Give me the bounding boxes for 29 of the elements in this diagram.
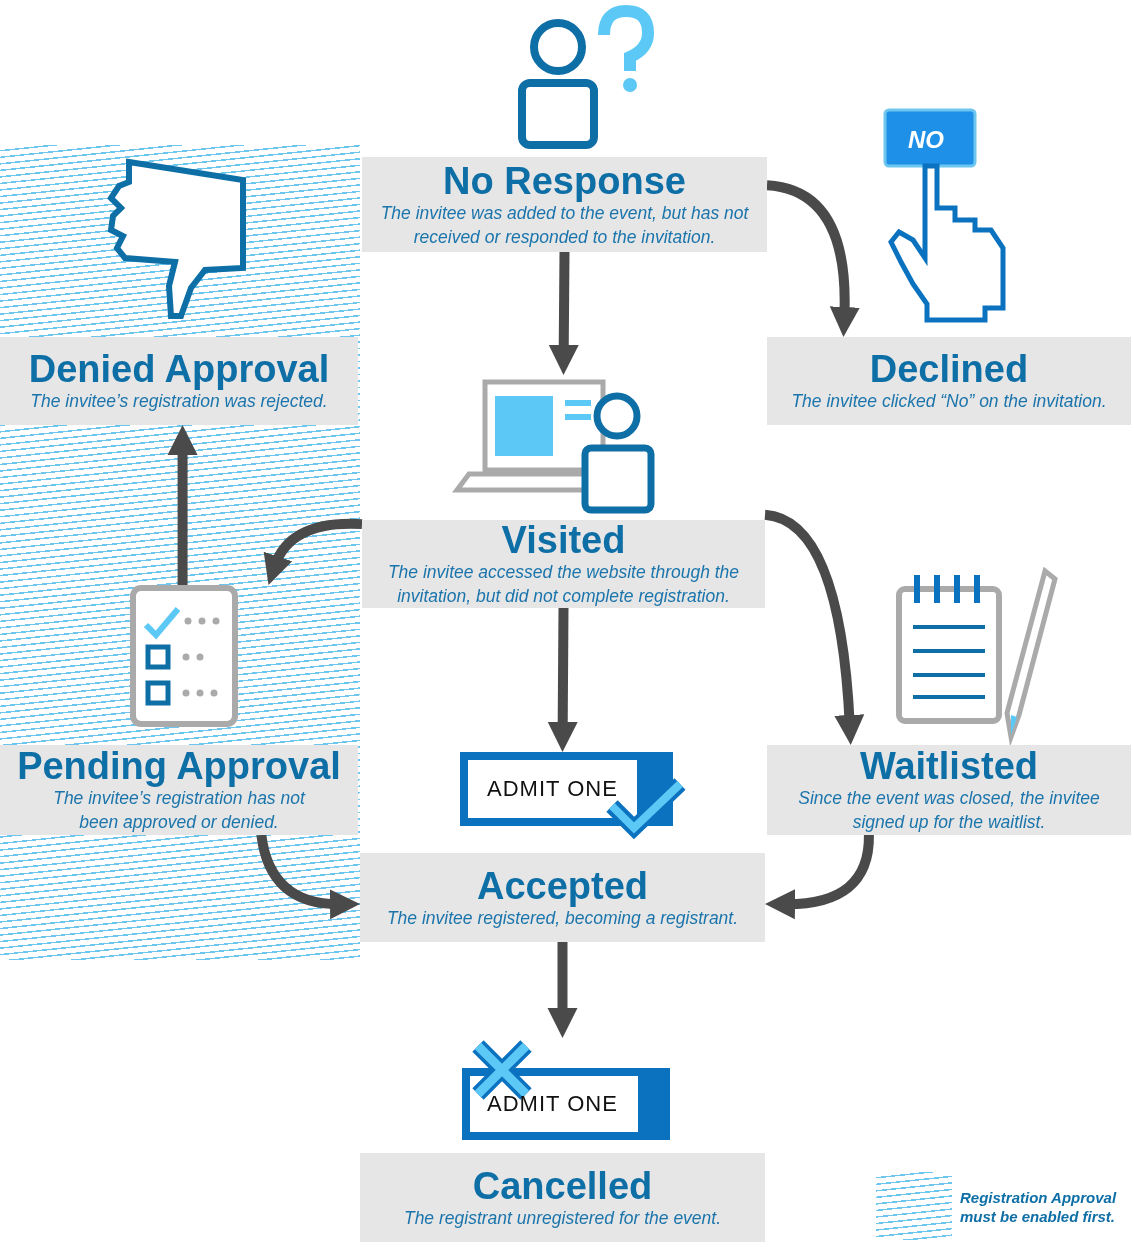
status-description: The invitee’s registration was rejected. [30,390,328,413]
status-description: The invitee registered, becoming a registrant. [386,907,739,930]
arrow [167,425,198,585]
arrow [766,180,860,337]
arrow [765,834,874,919]
sign-text: NO [908,126,944,154]
status-description: Since the event was closed, the invitee signed up for the waitlist. [797,787,1101,834]
ticket-text: ADMIT ONE [487,1091,618,1117]
status-description: The invitee accessed the website through the invitation, but did not complete registration. [386,561,741,608]
arrow [548,251,579,375]
legend-text: Registration Approval must be enabled first. [960,1188,1118,1226]
status-title: Pending Approval [17,746,341,786]
arrow [256,834,360,919]
arrow [547,607,578,752]
status-title: Cancelled [472,1165,653,1206]
arrow [547,942,578,1038]
status-description: The invitee clicked “No” on the invitation. [791,390,1107,413]
arrow [264,518,363,585]
status-description: The registrant unregistered for the event. [403,1206,722,1230]
status-title: Visited [501,520,626,560]
status-title: Declined [869,349,1029,389]
status-title: Accepted [476,865,649,906]
arrow [764,509,865,745]
ticket-text: ADMIT ONE [487,776,618,802]
status-description: The invitee was added to the event, but has not received or responded to the invitation. [379,202,750,249]
status-title: Denied Approval [28,349,330,389]
status-title: Waitlisted [859,746,1039,786]
status-title: No Response [443,160,686,201]
status-description: The invitee’s registration has not been approved or denied. [52,787,307,834]
